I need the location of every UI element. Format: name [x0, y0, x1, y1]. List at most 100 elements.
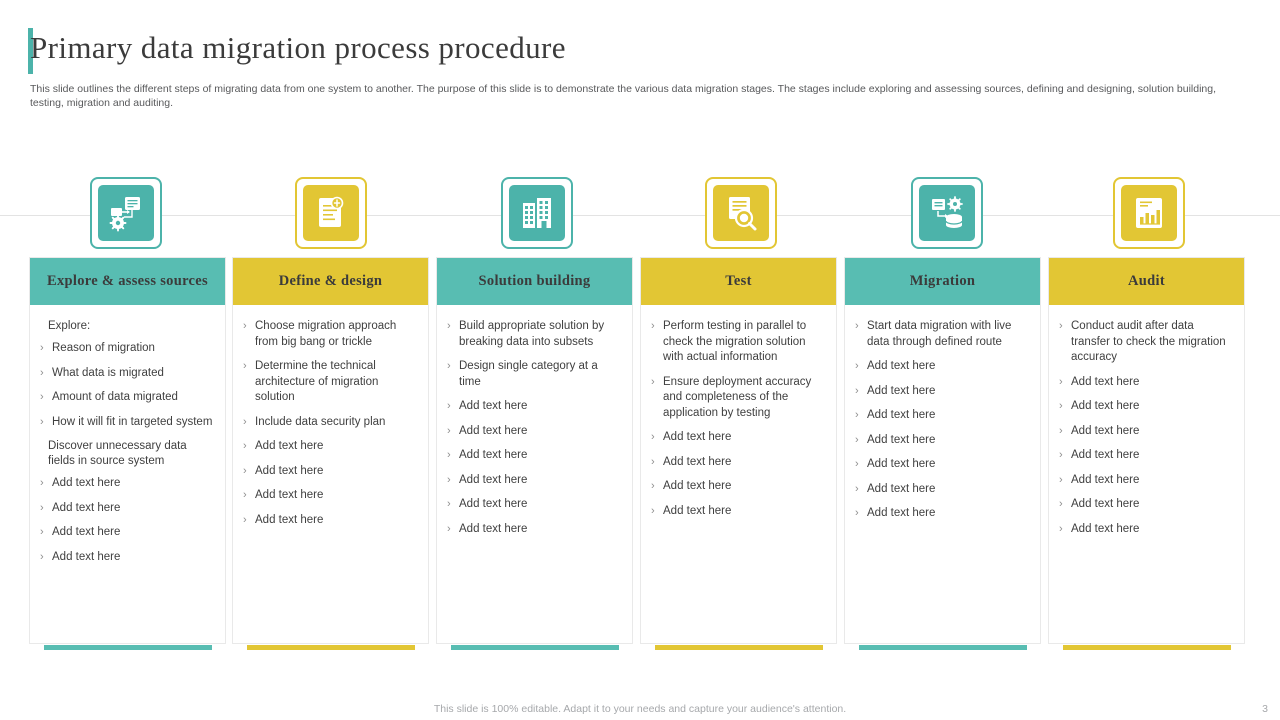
list-item: › Add text here: [447, 497, 620, 513]
chevron-right-icon: ›: [855, 433, 859, 446]
chevron-right-icon: ›: [651, 320, 655, 332]
stage-title-test: Test: [641, 258, 836, 305]
list-item: ›Reason of migration: [40, 341, 213, 357]
stage-icon-solution-building: [501, 177, 573, 249]
list-item-label: Add text here: [867, 482, 936, 495]
stage-test: Test›Perform testing in parallel to chec…: [641, 258, 836, 650]
chevron-right-icon: ›: [40, 477, 44, 489]
list-item-label: Add text here: [1071, 473, 1140, 486]
chevron-right-icon: ›: [651, 480, 655, 492]
stage-card-test[interactable]: Test›Perform testing in parallel to chec…: [641, 258, 836, 650]
list-item-label: Add text here: [255, 513, 324, 526]
list-item-label: Start data migration with live data thro…: [867, 320, 1012, 348]
chevron-right-icon: ›: [243, 320, 247, 332]
chevron-right-icon: ›: [243, 360, 247, 372]
list-item: ›Add text here: [40, 501, 213, 517]
data-flow-settings-icon: [98, 185, 154, 241]
stage-card-audit[interactable]: Audit›Conduct audit after data transfer …: [1049, 258, 1244, 650]
chevron-right-icon: ›: [243, 415, 247, 428]
list-item: ›Add text here: [243, 439, 416, 455]
stage-underline-test: [655, 645, 823, 650]
page-number: 3: [1262, 703, 1268, 715]
chevron-right-icon: ›: [447, 498, 451, 510]
stage-icon-test: [705, 177, 777, 249]
chevron-right-icon: ›: [243, 489, 247, 501]
list-item-label: Add text here: [255, 489, 324, 501]
list-item-label: Design single category at a time: [459, 360, 598, 388]
list-item-label: Add text here: [459, 473, 528, 486]
chevron-right-icon: ›: [40, 415, 44, 428]
stage-underline-migration: [859, 645, 1027, 650]
list-item-label: Determine the technical architecture of …: [255, 360, 379, 403]
stage-migration: Migration›Start data migration with live…: [845, 258, 1040, 650]
document-search-icon: [303, 185, 359, 241]
list-item-label: Add text here: [459, 498, 528, 510]
list-item: ›What data is migrated: [40, 366, 213, 382]
list-item: ›Add text here: [1059, 522, 1232, 538]
list-item-label: Add text here: [867, 409, 936, 421]
list-item-label: Add text here: [52, 477, 121, 489]
building-blocks-icon: [509, 185, 565, 241]
list-item: ›Add text here: [447, 424, 620, 440]
list-item: ›Add text here: [1059, 424, 1232, 440]
chevron-right-icon: ›: [447, 424, 451, 437]
list-item-label: Amount of data migrated: [52, 391, 178, 403]
list-item: ›Amount of data migrated: [40, 390, 213, 406]
list-item-label: Add text here: [867, 360, 936, 372]
title-accent-bar: [28, 28, 33, 74]
chevron-right-icon: ›: [651, 504, 655, 517]
stage-title-define-design: Define & design: [233, 258, 428, 305]
list-item: › Design single category at a time: [447, 359, 620, 390]
stage-card-migration[interactable]: Migration›Start data migration with live…: [845, 258, 1040, 650]
chevron-right-icon: ›: [447, 400, 451, 412]
list-item: ›Add text here: [1059, 473, 1232, 489]
list-item-label: Add text here: [459, 449, 528, 461]
list-item: ›Add text here: [855, 506, 1028, 522]
chevron-right-icon: ›: [651, 455, 655, 468]
chevron-right-icon: ›: [651, 431, 655, 443]
list-item: › Add text here: [40, 476, 213, 492]
list-item-label: What data is migrated: [52, 366, 164, 379]
list-item: Discover unnecessary data fields in sour…: [48, 440, 187, 467]
list-item-label: Build appropriate solution by breaking d…: [459, 320, 605, 348]
chevron-right-icon: ›: [855, 507, 859, 519]
list-item: ›Add text here: [243, 464, 416, 480]
list-item-label: Conduct audit after data transfer to che…: [1071, 320, 1226, 363]
chevron-right-icon: ›: [243, 440, 247, 452]
list-item: ›Add text here: [855, 384, 1028, 400]
list-item: ›Add text here: [40, 525, 213, 541]
chevron-right-icon: ›: [447, 360, 451, 372]
stage-icon-audit: [1113, 177, 1185, 249]
stage-icon-explore-assess-sources: [90, 177, 162, 249]
page-subtitle: This slide outlines the different steps …: [30, 83, 1217, 109]
list-item-label: Add text here: [52, 526, 121, 538]
list-item-label: Add text here: [1071, 522, 1140, 535]
chevron-right-icon: ›: [855, 482, 859, 495]
list-item: › Add text here: [855, 482, 1028, 498]
stage-underline-explore-assess-sources: [44, 645, 212, 650]
list-item: ›Add text here: [447, 399, 620, 415]
stage-body-test: ›Perform testing in parallel to check th…: [641, 305, 836, 538]
stage-card-define-design[interactable]: Define & design ›Choose migration approac…: [233, 258, 428, 650]
list-item: ›Add text here: [855, 457, 1028, 473]
chevron-right-icon: ›: [1059, 498, 1063, 510]
list-item: › Start data migration with live data thr…: [855, 319, 1028, 350]
chevron-right-icon: ›: [855, 320, 859, 332]
stage-title-explore-assess-sources: Explore & assess sources: [30, 258, 225, 305]
list-item-label: Add text here: [52, 550, 121, 563]
list-item-label: Add text here: [663, 455, 732, 468]
stage-card-solution-building[interactable]: Solution building›Build appropriate solu…: [437, 258, 632, 650]
chevron-right-icon: ›: [447, 449, 451, 461]
stage-icon-migration: [911, 177, 983, 249]
list-item: › Add text here: [243, 488, 416, 504]
list-item: ›Add text here: [447, 522, 620, 538]
list-item: ›Choose migration approach from big bang…: [243, 319, 416, 350]
list-item-label: Add text here: [663, 431, 732, 443]
list-item: › Add text here: [447, 448, 620, 464]
chevron-right-icon: ›: [651, 375, 655, 388]
list-item: ›Add text here: [855, 408, 1028, 424]
list-item: Explore:: [48, 320, 91, 332]
chevron-right-icon: ›: [40, 501, 44, 514]
list-item: ›Add text here: [651, 479, 824, 495]
